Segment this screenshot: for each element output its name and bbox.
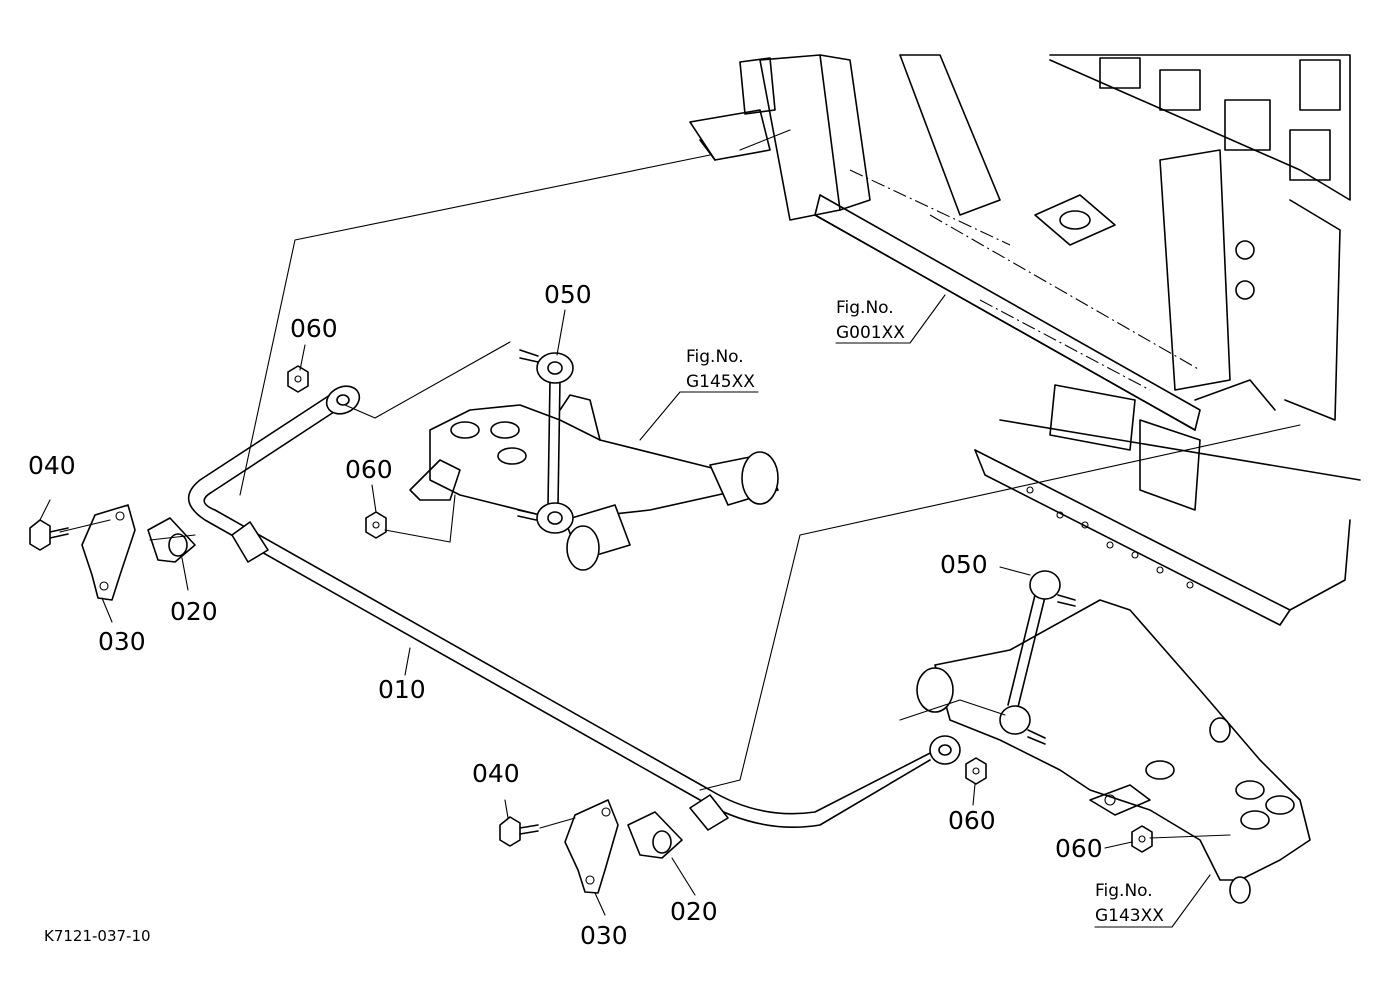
callout-040-left: 040 <box>28 451 76 480</box>
callout-060-top: 060 <box>290 314 338 343</box>
nut-right-b <box>1131 825 1153 853</box>
figure-ref-g143: Fig.No. G143XX <box>1095 881 1164 926</box>
nut-mid <box>365 511 387 539</box>
callout-040-right: 040 <box>472 759 520 788</box>
nut-top <box>287 365 309 393</box>
bolt-right <box>499 816 539 847</box>
callout-030-right: 030 <box>580 921 628 950</box>
callout-020-left: 020 <box>170 597 218 626</box>
figure-ref-title: Fig.No. <box>836 298 894 318</box>
link-left <box>517 349 574 534</box>
clamp-right <box>564 799 619 894</box>
bushing-right <box>627 811 683 859</box>
frame-assembly <box>689 54 1361 626</box>
nut-right-a <box>965 757 987 785</box>
figure-ref-title: Fig.No. <box>1095 881 1153 901</box>
stabilizer-bar <box>187 385 961 831</box>
callout-060-right-a: 060 <box>948 806 996 835</box>
right-lower-arm <box>916 599 1311 904</box>
link-right <box>999 570 1076 745</box>
callout-050-top: 050 <box>544 280 592 309</box>
figure-ref-g001: Fig.No. G001XX <box>836 298 905 343</box>
callout-060-mid: 060 <box>345 455 393 484</box>
callout-030-left: 030 <box>98 627 146 656</box>
figure-ref-code: G001XX <box>836 323 905 343</box>
figure-ref-title: Fig.No. <box>686 347 744 367</box>
leader-lines <box>39 129 1301 928</box>
figure-ref-g145: Fig.No. G145XX <box>686 347 755 392</box>
callout-020-right: 020 <box>670 897 718 926</box>
figure-ref-code: G145XX <box>686 372 755 392</box>
diagram-code: K7121-037-10 <box>44 927 151 945</box>
clamp-left <box>81 504 136 601</box>
bushing-left <box>147 517 196 563</box>
figure-ref-code: G143XX <box>1095 906 1164 926</box>
left-lower-arm <box>409 394 779 571</box>
callout-010: 010 <box>378 675 426 704</box>
callout-060-right-b: 060 <box>1055 834 1103 863</box>
bolt-left <box>29 519 69 551</box>
callout-050-right: 050 <box>940 550 988 579</box>
